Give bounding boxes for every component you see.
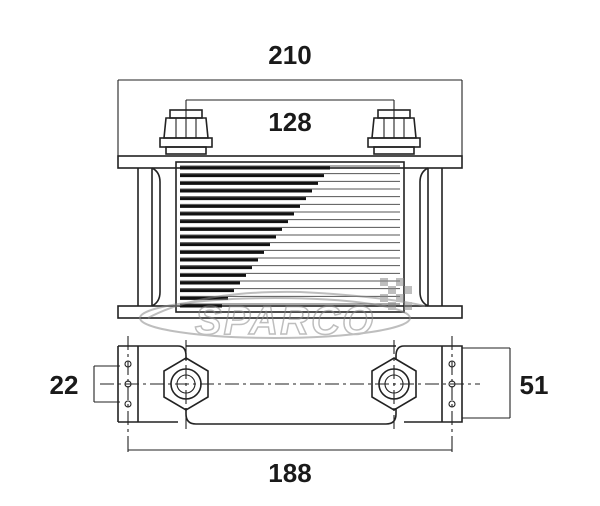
left-hex-nut-icon (163, 357, 209, 411)
watermark-logo: SPARCO (139, 278, 426, 344)
cooler-fins (180, 165, 400, 308)
mount-slot-small-dimension: 22 (50, 365, 120, 403)
watermark-text: SPARCO (195, 299, 375, 343)
core-frame (175, 161, 405, 313)
right-hex-nut-icon (371, 357, 417, 411)
fitting-spacing-dimension: 128 (185, 99, 395, 137)
mount-slot-large-label: 51 (520, 370, 549, 400)
cooler-body (117, 155, 463, 319)
bottom-end-plate (117, 305, 463, 319)
left-fitting-icon (159, 109, 213, 155)
mounting-spacing-dimension: 188 (127, 436, 453, 488)
mount-slot-large-dimension: 51 (462, 347, 549, 419)
overall-width-dimension: 210 (117, 40, 463, 160)
mount-slot-small-label: 22 (50, 370, 79, 400)
left-bracket (137, 167, 161, 307)
right-bracket (419, 167, 443, 307)
fitting-spacing-label: 128 (268, 107, 311, 137)
mounting-spacing-label: 188 (268, 458, 311, 488)
right-fitting-icon (367, 109, 421, 155)
checkered-flag-icon (380, 278, 412, 310)
right-mount-holes (448, 360, 456, 408)
left-mount-holes (124, 360, 132, 408)
plan-view (100, 336, 480, 436)
overall-width-label: 210 (268, 40, 311, 70)
